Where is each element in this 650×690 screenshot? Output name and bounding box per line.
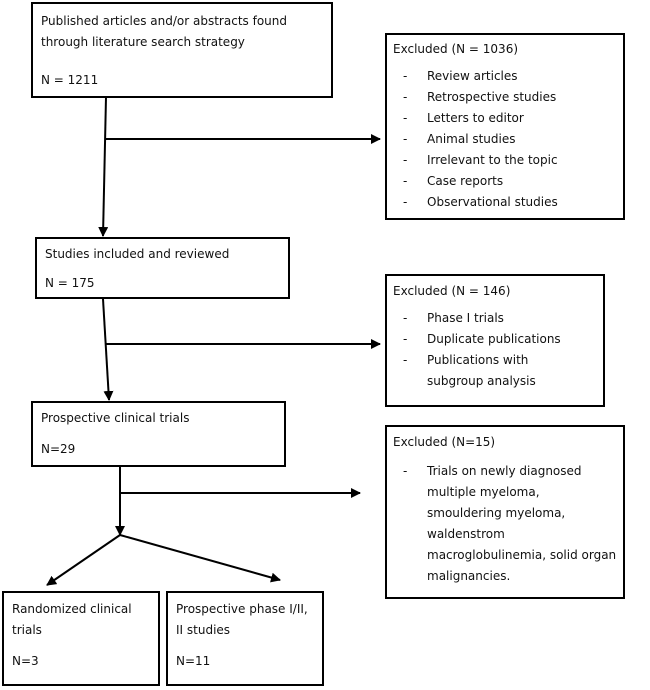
- stage2-line1: Studies included and reviewed: [45, 247, 230, 261]
- excluded1-item: -Review articles: [403, 69, 518, 83]
- excluded1-item: -Case reports: [403, 174, 504, 188]
- excluded2-item: -Duplicate publications: [403, 332, 561, 346]
- randomized-trials-count: N=3: [12, 654, 39, 668]
- prospective-studies-count: N=11: [176, 654, 211, 668]
- stage2-count: N = 175: [45, 276, 95, 290]
- stage1-box: Published articles and/or abstracts foun…: [31, 2, 333, 98]
- arrow-to-randomized: [46, 534, 121, 586]
- excluded1-item: -Animal studies: [403, 132, 516, 146]
- randomized-trials-box: Randomized clinical trials N=3: [2, 591, 160, 686]
- excluded1-item: -Irrelevant to the topic: [403, 153, 558, 167]
- arrow-stage2-to-stage3: [102, 298, 114, 401]
- excluded1-title: Excluded (N = 1036): [393, 42, 519, 56]
- stage3-count: N=29: [41, 442, 76, 456]
- stage1-line1: Published articles and/or abstracts foun…: [41, 14, 287, 28]
- stage1-line2: through literature search strategy: [41, 35, 245, 49]
- prospective-studies-label: Prospective phase I/II, II studies: [176, 602, 308, 637]
- arrow-to-prospective: [119, 534, 281, 583]
- excluded1-item: -Observational studies: [403, 195, 558, 209]
- excluded2-item: -Phase I trials: [403, 311, 504, 325]
- randomized-trials-label: Randomized clinical trials: [12, 602, 132, 637]
- excluded3-box: Excluded (N=15) -Trials on newly diagnos…: [385, 425, 625, 599]
- excluded1-list: -Review articles -Retrospective studies …: [393, 66, 617, 213]
- stage3-line1: Prospective clinical trials: [41, 411, 190, 425]
- stage1-count: N = 1211: [41, 73, 99, 87]
- excluded2-title: Excluded (N = 146): [393, 284, 511, 298]
- stage2-box: Studies included and reviewed N = 175: [35, 237, 290, 299]
- prospective-studies-box: Prospective phase I/II, II studies N=11: [166, 591, 324, 686]
- excluded3-title: Excluded (N=15): [393, 435, 496, 449]
- excluded2-box: Excluded (N = 146) -Phase I trials -Dupl…: [385, 274, 605, 407]
- excluded1-item: -Retrospective studies: [403, 90, 557, 104]
- excluded2-item: -Publications with subgroup analysis: [403, 353, 536, 388]
- excluded1-box: Excluded (N = 1036) -Review articles -Re…: [385, 33, 625, 220]
- arrow-stage1-to-stage2: [98, 96, 109, 237]
- excluded3-item: -Trials on newly diagnosed multiple myel…: [403, 464, 617, 583]
- excluded1-item: -Letters to editor: [403, 111, 524, 125]
- stage3-box: Prospective clinical trials N=29: [31, 401, 286, 467]
- excluded3-list: -Trials on newly diagnosed multiple myel…: [393, 461, 617, 587]
- excluded2-list: -Phase I trials -Duplicate publications …: [393, 308, 597, 392]
